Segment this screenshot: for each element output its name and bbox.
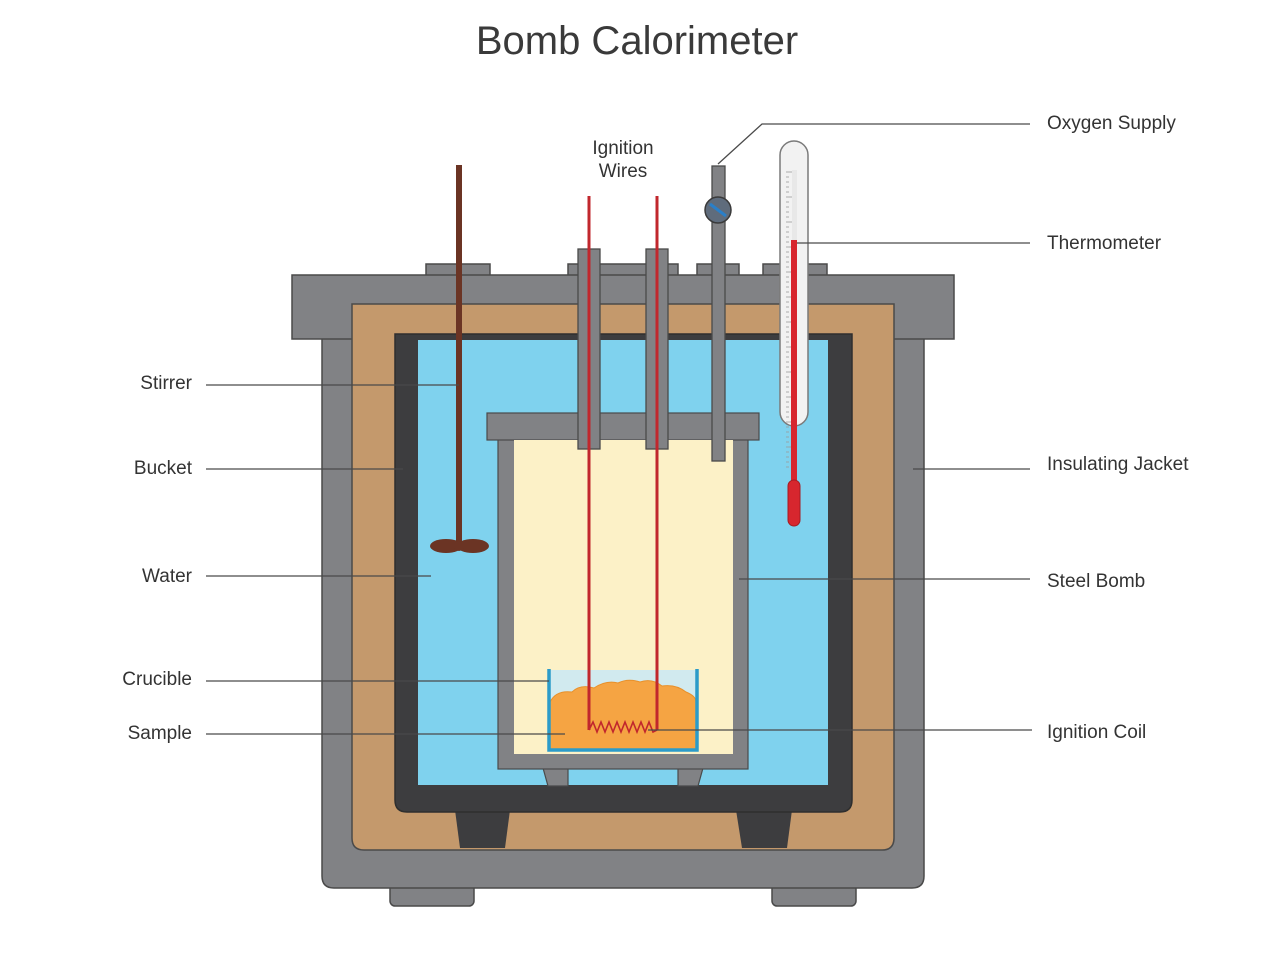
thermometer — [779, 140, 809, 527]
leader-lines — [206, 123, 1032, 735]
label-ignition-wires-line2: Wires — [599, 161, 648, 182]
label-crucible: Crucible — [122, 669, 192, 690]
ignition-wires — [587, 196, 659, 730]
label-stirrer: Stirrer — [140, 373, 192, 394]
stirrer — [430, 165, 489, 553]
label-insulating-jacket: Insulating Jacket — [1047, 454, 1189, 475]
label-bucket: Bucket — [134, 458, 193, 479]
sample — [549, 679, 697, 751]
ignition-coil — [588, 719, 658, 735]
label-steel-bomb: Steel Bomb — [1047, 571, 1145, 592]
label-oxygen-supply: Oxygen Supply — [1047, 113, 1176, 134]
label-ignition-wires: Ignition — [592, 138, 653, 159]
oxygen-supply — [704, 165, 732, 462]
stirrer-blade-left — [430, 539, 462, 553]
label-water: Water — [142, 566, 193, 587]
label-ignition-coil: Ignition Coil — [1047, 722, 1146, 743]
stirrer-blade-right — [457, 539, 489, 553]
diagram-title: Bomb Calorimeter — [476, 19, 798, 63]
label-sample: Sample — [128, 723, 192, 744]
label-thermometer: Thermometer — [1047, 233, 1162, 254]
crucible — [547, 669, 699, 752]
